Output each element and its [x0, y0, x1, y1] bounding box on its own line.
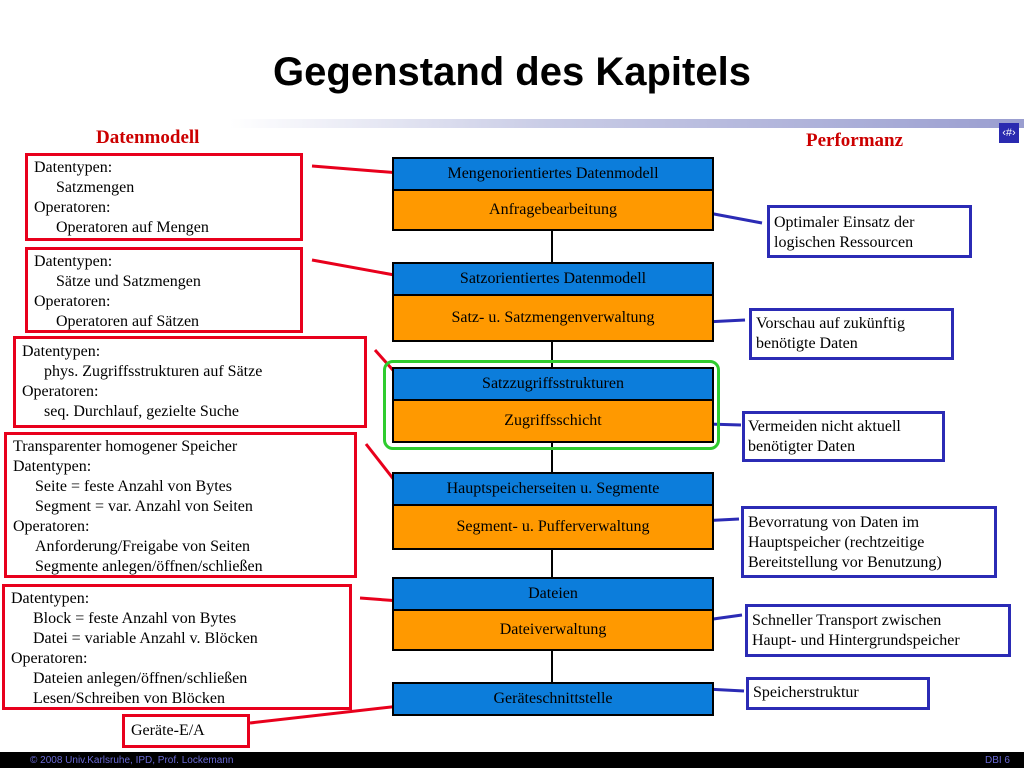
layer-top-2: Satzorientiertes Datenmodell — [392, 262, 714, 296]
right-box-4-line-3: Bereitstellung vor Benutzung) — [748, 554, 942, 571]
footer-bar: © 2008 Univ.Karlsruhe, IPD, Prof. Lockem… — [0, 752, 1024, 768]
red-connector-1 — [311, 164, 401, 175]
left-box-4-line-3: Seite = feste Anzahl von Bytes — [35, 478, 232, 495]
left-box-1: Datentypen: Satzmengen Operatoren: Opera… — [25, 153, 303, 241]
slide-number-icon[interactable]: ‹#› — [999, 123, 1019, 143]
left-box-4-line-1: Transparenter homogener Speicher — [13, 438, 238, 455]
left-box-4-line-2: Datentypen: — [13, 458, 92, 475]
left-box-3-line-3: Operatoren: — [22, 383, 99, 400]
layer-top-3: Satzzugriffsstrukturen — [392, 367, 714, 401]
right-box-5-line-2: Haupt- und Hintergrundspeicher — [752, 632, 960, 649]
left-box-5-line-6: Lesen/Schreiben von Blöcken — [33, 690, 225, 707]
right-box-5-line-1: Schneller Transport zwischen — [752, 612, 942, 629]
left-box-1-line-3: Operatoren: — [34, 199, 111, 216]
left-box-2: Datentypen: Sätze und Satzmengen Operato… — [25, 247, 303, 333]
left-box-6: Geräte-E/A — [122, 714, 250, 748]
footer-page-label: DBI 6 — [984, 755, 1010, 766]
left-box-3: Datentypen: phys. Zugriffsstrukturen auf… — [13, 336, 367, 428]
left-box-6-line-1: Geräte-E/A — [131, 722, 205, 739]
footer-copyright: © 2008 Univ.Karlsruhe, IPD, Prof. Lockem… — [30, 755, 234, 766]
layer-top-6: Geräteschnittstelle — [392, 682, 714, 716]
red-connector-2 — [311, 258, 401, 278]
left-box-2-line-4: Operatoren auf Sätzen — [56, 313, 200, 330]
heading-datenmodell: Datenmodell — [96, 127, 200, 148]
right-box-3-line-1: Vermeiden nicht aktuell — [748, 418, 901, 435]
right-box-1-line-1: Optimaler Einsatz der — [774, 214, 915, 231]
right-box-1: Optimaler Einsatz der logischen Ressourc… — [767, 205, 972, 258]
left-box-2-line-2: Sätze und Satzmengen — [56, 273, 201, 290]
layer-top-4: Hauptspeicherseiten u. Segmente — [392, 472, 714, 506]
layer-bottom-4: Segment- u. Pufferverwaltung — [392, 504, 714, 550]
right-box-2-line-2: benötigte Daten — [756, 335, 858, 352]
layer-bottom-3: Zugriffsschicht — [392, 399, 714, 443]
layer-top-1: Mengenorientiertes Datenmodell — [392, 157, 714, 191]
layer-bottom-5: Dateiverwaltung — [392, 609, 714, 651]
left-box-3-line-4: seq. Durchlauf, gezielte Suche — [44, 403, 240, 420]
left-box-3-line-2: phys. Zugriffsstrukturen auf Sätze — [44, 363, 263, 380]
right-box-4: Bevorratung von Daten im Hauptspeicher (… — [741, 506, 997, 578]
right-box-2-line-1: Vorschau auf zukünftig — [756, 315, 905, 332]
left-box-4: Transparenter homogener Speicher Datenty… — [4, 432, 357, 578]
right-box-5: Schneller Transport zwischen Haupt- und … — [745, 604, 1011, 657]
left-box-5-line-2: Block = feste Anzahl von Bytes — [33, 610, 237, 627]
right-box-6: Speicherstruktur — [746, 677, 930, 710]
left-box-5-line-4: Operatoren: — [11, 650, 88, 667]
left-box-2-line-1: Datentypen: — [34, 253, 113, 270]
red-connector-6 — [249, 704, 401, 725]
left-box-4-line-7: Segmente anlegen/öffnen/schließen — [35, 558, 263, 575]
right-box-4-line-2: Hauptspeicher (rechtzeitige — [748, 534, 925, 551]
left-box-5-line-1: Datentypen: — [11, 590, 90, 607]
heading-performanz: Performanz — [806, 130, 904, 151]
left-box-5: Datentypen: Block = feste Anzahl von Byt… — [2, 584, 352, 710]
right-box-2: Vorschau auf zukünftig benötigte Daten — [749, 308, 954, 360]
left-box-4-line-5: Operatoren: — [13, 518, 90, 535]
right-box-4-line-1: Bevorratung von Daten im — [748, 514, 920, 531]
left-box-4-line-4: Segment = var. Anzahl von Seiten — [35, 498, 253, 515]
left-box-1-line-4: Operatoren auf Mengen — [56, 219, 209, 236]
highlight-frame — [383, 360, 720, 450]
layer-bottom-2: Satz- u. Satzmengenverwaltung — [392, 294, 714, 342]
layer-bottom-1: Anfragebearbeitung — [392, 189, 714, 231]
right-box-3: Vermeiden nicht aktuell benötigter Daten — [742, 411, 945, 462]
title-gradient-bar — [230, 119, 1024, 128]
left-box-2-line-3: Operatoren: — [34, 293, 111, 310]
slide-title: Gegenstand des Kapitels — [273, 50, 751, 94]
layer-top-5: Dateien — [392, 577, 714, 611]
left-box-1-line-2: Satzmengen — [56, 179, 135, 196]
left-box-5-line-3: Datei = variable Anzahl v. Blöcken — [33, 630, 258, 647]
left-box-4-line-6: Anforderung/Freigabe von Seiten — [35, 538, 251, 555]
right-box-6-line-1: Speicherstruktur — [753, 684, 859, 701]
right-box-1-line-2: logischen Ressourcen — [774, 234, 914, 251]
left-box-1-line-1: Datentypen: — [34, 159, 113, 176]
left-box-5-line-5: Dateien anlegen/öffnen/schließen — [33, 670, 248, 687]
left-box-3-line-1: Datentypen: — [22, 343, 101, 360]
right-box-3-line-2: benötigter Daten — [748, 438, 856, 455]
